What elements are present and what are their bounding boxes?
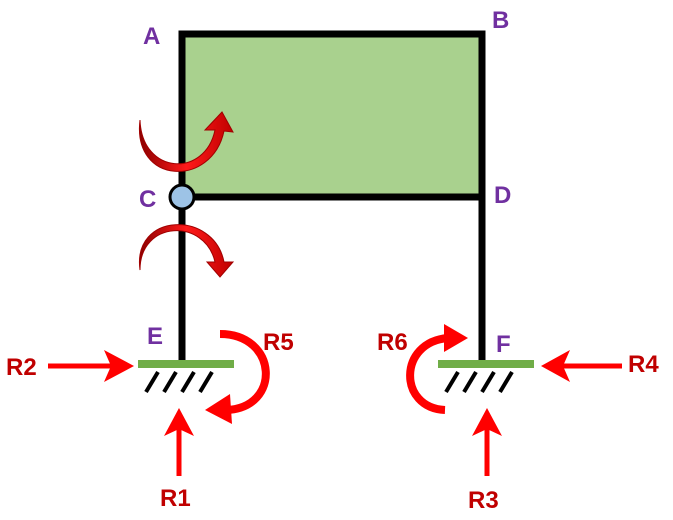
reaction-label-r3: R3 <box>468 487 499 514</box>
reaction-arrow-r3 <box>472 408 502 476</box>
node-label-b: B <box>492 7 509 34</box>
reaction-label-r4: R4 <box>628 351 659 378</box>
rigid-panel <box>178 30 486 201</box>
reaction-arrow-r4 <box>541 350 622 382</box>
reaction-moment-r6 <box>406 324 468 414</box>
reaction-moment-r5 <box>205 330 270 424</box>
node-label-a: A <box>143 23 160 50</box>
hinge-c <box>168 183 196 211</box>
node-label-f: F <box>496 331 511 358</box>
hinge-moment-upper <box>139 111 234 172</box>
support-f <box>438 360 534 394</box>
reaction-arrow-r2 <box>48 350 134 382</box>
node-label-d: D <box>494 182 511 209</box>
node-label-c: C <box>139 186 156 213</box>
reaction-arrow-r1 <box>164 408 194 476</box>
reaction-label-r2: R2 <box>6 354 37 381</box>
reaction-label-r5: R5 <box>263 329 294 356</box>
reaction-label-r1: R1 <box>160 485 191 512</box>
hinge-moment-lower <box>139 224 235 278</box>
node-label-e: E <box>147 323 163 350</box>
support-e <box>138 360 234 394</box>
reaction-label-r6: R6 <box>377 329 408 356</box>
